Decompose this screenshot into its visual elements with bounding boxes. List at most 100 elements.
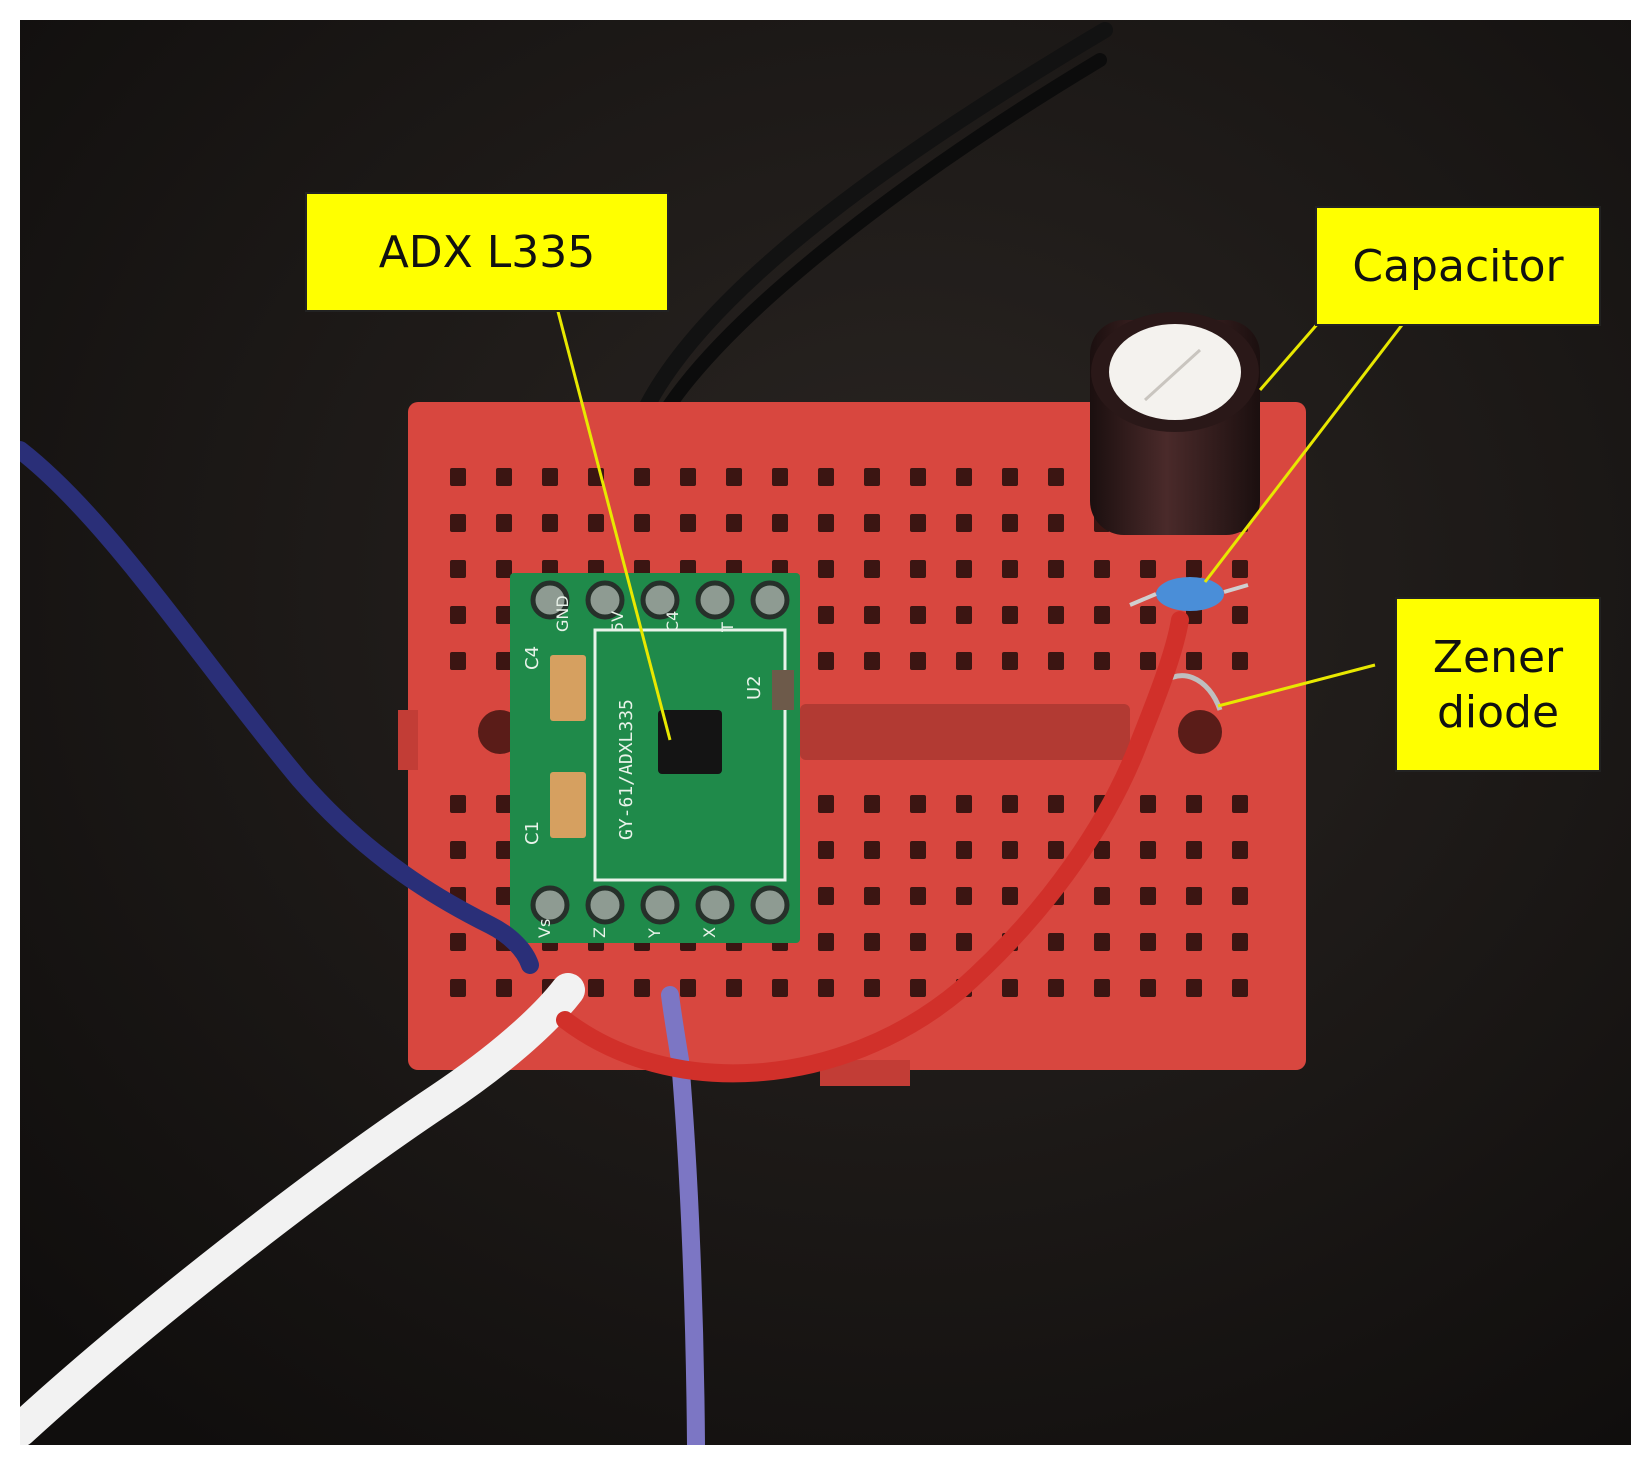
breadboard-hole xyxy=(496,979,512,997)
module-pin-pad xyxy=(640,885,680,925)
breadboard-hole xyxy=(864,933,880,951)
component-lead xyxy=(1129,583,1249,607)
breadboard-hole xyxy=(956,841,972,859)
breadboard-hole xyxy=(818,514,834,532)
breadboard-hole xyxy=(956,795,972,813)
breadboard-hole xyxy=(1186,979,1202,997)
breadboard-hole xyxy=(1048,606,1064,624)
breadboard-hole xyxy=(496,606,512,624)
breadboard-hole xyxy=(1094,606,1110,624)
breadboard-hole xyxy=(1232,795,1248,813)
breadboard-hole xyxy=(1094,979,1110,997)
module-pin-pad xyxy=(695,580,735,620)
breadboard-hole xyxy=(450,841,466,859)
module-pin-label-top: T xyxy=(718,622,737,633)
module-pin-label-bottom: Vs xyxy=(535,919,554,938)
breadboard-hole xyxy=(864,560,880,578)
breadboard-hole xyxy=(1232,887,1248,905)
breadboard-hole xyxy=(1140,933,1156,951)
breadboard-hole xyxy=(1048,652,1064,670)
breadboard-hole xyxy=(864,841,880,859)
breadboard-hole xyxy=(1002,606,1018,624)
breadboard-hole xyxy=(818,841,834,859)
breadboard-hole xyxy=(1002,468,1018,486)
leader-line-adxl xyxy=(553,299,672,741)
module-refdes-c4: C4 xyxy=(522,646,543,670)
breadboard-hole xyxy=(910,795,926,813)
breadboard-hole xyxy=(542,468,558,486)
breadboard-hole xyxy=(818,652,834,670)
breadboard-hole xyxy=(1140,795,1156,813)
breadboard-hole xyxy=(1048,795,1064,813)
red-wire xyxy=(556,611,1189,1083)
smd-capacitor-c4 xyxy=(550,655,586,721)
breadboard-hole xyxy=(496,887,512,905)
module-pin-header xyxy=(530,580,790,925)
breadboard-hole xyxy=(956,652,972,670)
ceramic-component xyxy=(1156,577,1224,611)
breadboard-hole xyxy=(956,606,972,624)
breadboard-hole xyxy=(956,468,972,486)
breadboard-hole xyxy=(1048,841,1064,859)
module-pin-pad xyxy=(695,885,735,925)
breadboard-hole xyxy=(910,606,926,624)
breadboard-hole xyxy=(450,514,466,532)
module-pin-label-top: C4 xyxy=(663,611,682,632)
breadboard-hole xyxy=(1002,841,1018,859)
breadboard-hole xyxy=(588,979,604,997)
module-pin-pad xyxy=(640,580,680,620)
breadboard-hole xyxy=(1140,841,1156,859)
breadboard-hole xyxy=(1140,560,1156,578)
breadboard-hole xyxy=(818,979,834,997)
module-refdes-u2: U2 xyxy=(744,675,765,700)
breadboard-hole xyxy=(818,468,834,486)
white-wire xyxy=(20,973,585,1445)
breadboard-hole xyxy=(956,887,972,905)
blue-wire xyxy=(20,441,539,974)
breadboard-hole xyxy=(1002,560,1018,578)
breadboard-hole xyxy=(680,979,696,997)
smd-capacitor-c1 xyxy=(550,772,586,838)
module-pin-pad xyxy=(585,885,625,925)
breadboard-hole xyxy=(1048,468,1064,486)
callout-capacitor: Capacitor xyxy=(1315,206,1601,326)
breadboard-hole xyxy=(634,468,650,486)
module-pin-pad xyxy=(750,580,790,620)
breadboard-hole xyxy=(450,652,466,670)
breadboard-hole xyxy=(680,514,696,532)
breadboard-hole xyxy=(1186,560,1202,578)
breadboard-hole xyxy=(1094,652,1110,670)
breadboard-hole xyxy=(910,979,926,997)
module-pin-label-top: 5V xyxy=(608,611,627,632)
breadboard-hole xyxy=(496,652,512,670)
callout-zener-diode: Zener diode xyxy=(1395,597,1601,772)
breadboard-hole xyxy=(588,514,604,532)
breadboard-hole xyxy=(1002,514,1018,532)
breadboard-hole xyxy=(818,933,834,951)
breadboard-hole xyxy=(1186,652,1202,670)
breadboard-hole xyxy=(496,514,512,532)
breadboard-hole xyxy=(1094,887,1110,905)
module-pin-label-bottom: Y xyxy=(645,928,664,939)
breadboard-hole xyxy=(496,468,512,486)
breadboard-hole xyxy=(910,652,926,670)
module-pin-pad xyxy=(530,885,570,925)
breadboard-hole xyxy=(818,606,834,624)
breadboard-hole xyxy=(1048,560,1064,578)
breadboard-hole xyxy=(772,468,788,486)
breadboard-hole xyxy=(910,933,926,951)
breadboard-hole xyxy=(1232,979,1248,997)
breadboard-hole xyxy=(1186,933,1202,951)
module-pin-label-bottom: Z xyxy=(590,927,609,938)
module-pin-pad xyxy=(530,580,570,620)
breadboard-hole xyxy=(496,795,512,813)
callout-zener-text-line1: Zener xyxy=(1432,631,1564,683)
breadboard-hole xyxy=(1048,979,1064,997)
breadboard-hole xyxy=(956,933,972,951)
breadboard-hole xyxy=(726,979,742,997)
breadboard-hole xyxy=(772,514,788,532)
breadboard-hole xyxy=(634,514,650,532)
breadboard-hole xyxy=(864,514,880,532)
capacitor xyxy=(1090,312,1260,535)
